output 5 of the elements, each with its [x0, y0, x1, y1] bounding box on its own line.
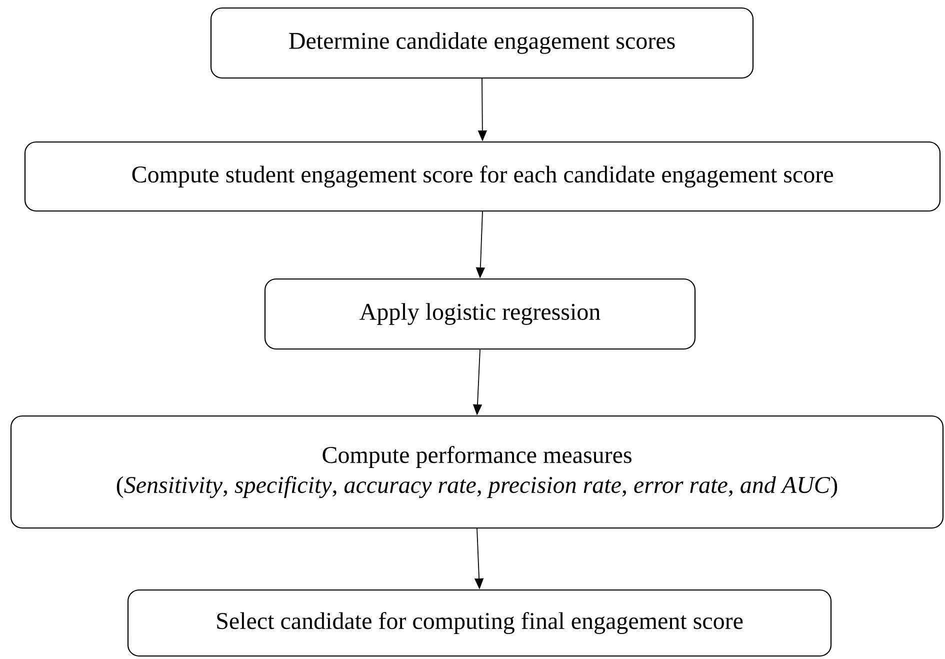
process-box: Compute performance measures (Sensitivity, specificity, accuracy rate, precision rate, error rate, and AUC) — [10, 415, 944, 529]
process-box: Compute student engagement score for each candidate engagement score — [24, 141, 941, 212]
process-box: Determine candidate engagement scores — [210, 7, 754, 79]
process-box: Select candidate for computing final engagement score — [127, 589, 832, 657]
process-box: Apply logistic regression — [264, 278, 696, 350]
